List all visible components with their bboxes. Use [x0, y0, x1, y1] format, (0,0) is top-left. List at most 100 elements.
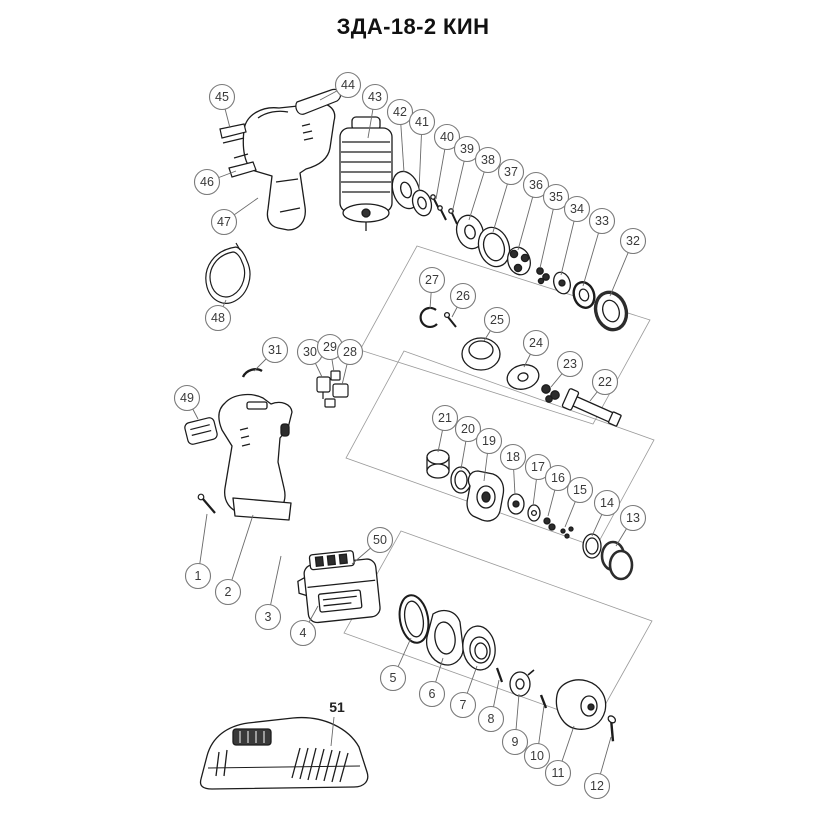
callout-balloon-8	[477, 705, 505, 733]
leader-line-51	[330, 716, 335, 747]
callout-number-15: 15	[573, 483, 587, 497]
diagram-title: ЗДА-18-2 КИН	[336, 14, 490, 39]
clip-part-31-drawing	[241, 368, 263, 378]
callout-balloon-21	[431, 404, 459, 432]
gearbox-parts-row-drawing	[391, 170, 629, 332]
callout-number-33: 33	[595, 214, 609, 228]
callout-balloon-20	[454, 415, 482, 443]
callout-balloon-37	[497, 158, 525, 186]
callout-number-25: 25	[490, 313, 504, 327]
callout-number-17: 17	[531, 460, 545, 474]
side-cap-part-49-drawing	[184, 417, 218, 445]
part-46-drawing	[228, 153, 257, 178]
callout-balloon-11	[544, 759, 572, 787]
callout-balloon-31	[261, 336, 289, 364]
callout-balloon-47	[210, 208, 238, 236]
callout-number-34: 34	[570, 202, 584, 216]
callout-balloon-38	[474, 146, 502, 174]
callout-balloon-40	[433, 123, 461, 151]
callout-number-5: 5	[390, 671, 397, 685]
callout-number-9: 9	[512, 735, 519, 749]
callout-balloon-41	[408, 108, 436, 136]
callout-number-19: 19	[482, 434, 496, 448]
charger-drawing	[199, 716, 369, 790]
bracket-part-45-drawing	[219, 123, 247, 144]
callout-balloon-39	[453, 135, 481, 163]
callout-balloon-18	[499, 443, 527, 471]
callout-number-23: 23	[563, 357, 577, 371]
tool-body-lower-drawing	[218, 393, 293, 521]
callout-number-45: 45	[215, 90, 229, 104]
callout-number-16: 16	[551, 471, 565, 485]
callout-number-32: 32	[626, 234, 640, 248]
callout-number-1: 1	[195, 569, 202, 583]
callout-balloon-48	[204, 304, 232, 332]
callout-number-26: 26	[456, 289, 470, 303]
callout-number-4: 4	[300, 626, 307, 640]
callout-balloon-1	[184, 562, 212, 590]
tool-body-upper-drawing	[242, 103, 336, 231]
callout-balloon-7	[449, 691, 477, 719]
callout-number-39: 39	[460, 142, 474, 156]
callout-number-21: 21	[438, 411, 452, 425]
callout-number-28: 28	[343, 345, 357, 359]
callout-number-22: 22	[598, 375, 612, 389]
callout-number-40: 40	[440, 130, 454, 144]
callout-balloon-22	[591, 368, 619, 396]
callout-number-8: 8	[488, 712, 495, 726]
callout-number-10: 10	[530, 749, 544, 763]
callout-number-35: 35	[549, 190, 563, 204]
callout-number-31: 31	[268, 343, 282, 357]
callout-number-30: 30	[303, 345, 317, 359]
callout-balloon-26	[449, 282, 477, 310]
callout-number-38: 38	[481, 153, 495, 167]
callout-number-20: 20	[461, 422, 475, 436]
callout-number-36: 36	[529, 178, 543, 192]
callout-balloon-35	[542, 183, 570, 211]
callout-balloon-6	[418, 680, 446, 708]
callout-number-47: 47	[217, 215, 231, 229]
callout-balloon-17	[524, 453, 552, 481]
callouts-layer: 4544434241403938373635343332464748272625…	[173, 71, 647, 800]
callout-number-42: 42	[393, 105, 407, 119]
callout-balloon-23	[556, 350, 584, 378]
callout-balloon-42	[386, 98, 414, 126]
gear-case-cluster-drawing	[426, 449, 634, 581]
callout-number-13: 13	[626, 511, 640, 525]
callout-balloon-45	[208, 83, 236, 111]
callout-number-46: 46	[200, 175, 214, 189]
callout-balloon-32	[619, 227, 647, 255]
callout-balloon-27	[418, 266, 446, 294]
callout-number-41: 41	[415, 115, 429, 129]
strap-part-48-drawing	[205, 242, 251, 304]
callout-balloon-19	[475, 427, 503, 455]
callout-number-44: 44	[341, 78, 355, 92]
callout-balloon-15	[566, 476, 594, 504]
callout-number-48: 48	[211, 311, 225, 325]
callout-balloon-14	[593, 489, 621, 517]
callout-balloon-12	[583, 772, 611, 800]
callout-number-50: 50	[373, 533, 387, 547]
callout-balloon-16	[544, 464, 572, 492]
callout-number-43: 43	[368, 90, 382, 104]
leader-line-2	[227, 514, 254, 593]
callout-number-14: 14	[600, 496, 614, 510]
callout-balloon-9	[501, 728, 529, 756]
callout-balloon-50	[366, 526, 394, 554]
callout-number-11: 11	[552, 766, 565, 780]
callout-balloon-25	[483, 306, 511, 334]
callout-balloon-2	[214, 578, 242, 606]
callout-balloon-46	[193, 168, 221, 196]
callout-number-3: 3	[265, 610, 272, 624]
callout-balloon-3	[254, 603, 282, 631]
part-number-label-51: 51	[329, 699, 345, 715]
battery-pack-drawing	[297, 550, 381, 624]
callout-balloon-43	[361, 83, 389, 111]
callout-number-49: 49	[180, 391, 194, 405]
callout-number-24: 24	[529, 336, 543, 350]
callout-balloon-10	[523, 742, 551, 770]
planetary-cluster-drawing	[419, 306, 622, 427]
callout-balloon-5	[379, 664, 407, 692]
